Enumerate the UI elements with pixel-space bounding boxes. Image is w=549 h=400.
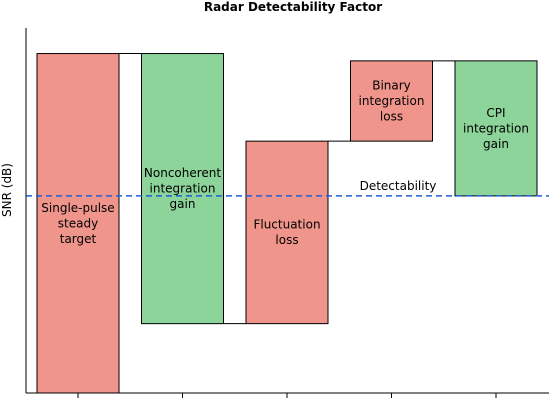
bar-2 (141, 53, 224, 325)
bar-5-label-line: integration (463, 121, 529, 135)
bar-2-label-line: Noncoherent (144, 166, 222, 180)
bar-4-label-line: integration (359, 94, 425, 108)
bar-4-label-line: Binary (372, 79, 411, 93)
bar-5-label-line: gain (483, 137, 509, 151)
chart-title: Radar Detectability Factor (204, 0, 382, 14)
detectability-line-group: Detectability (26, 179, 549, 197)
bar-5 (454, 60, 538, 197)
bar-1-label-line: steady (58, 216, 98, 230)
bar-4 (350, 60, 433, 142)
axes-group (25, 28, 549, 398)
detectability-label: Detectability (360, 179, 437, 193)
bar-1-label-line: Single-pulse (41, 201, 114, 215)
bar-1-label-line: target (60, 232, 97, 246)
bar-2-label-line: integration (150, 182, 216, 196)
bar-1 (36, 53, 120, 394)
bar-3-label-line: Fluctuation (253, 218, 320, 232)
bar-2-label-line: gain (170, 197, 196, 211)
bar-4-label-line: loss (380, 110, 403, 124)
bar-3 (245, 140, 329, 325)
connector-lines (119, 53, 455, 325)
bar-3-label-line: loss (275, 233, 298, 247)
y-axis-label: SNR (dB) (0, 163, 14, 217)
bar-5-label-line: CPI (486, 106, 505, 120)
